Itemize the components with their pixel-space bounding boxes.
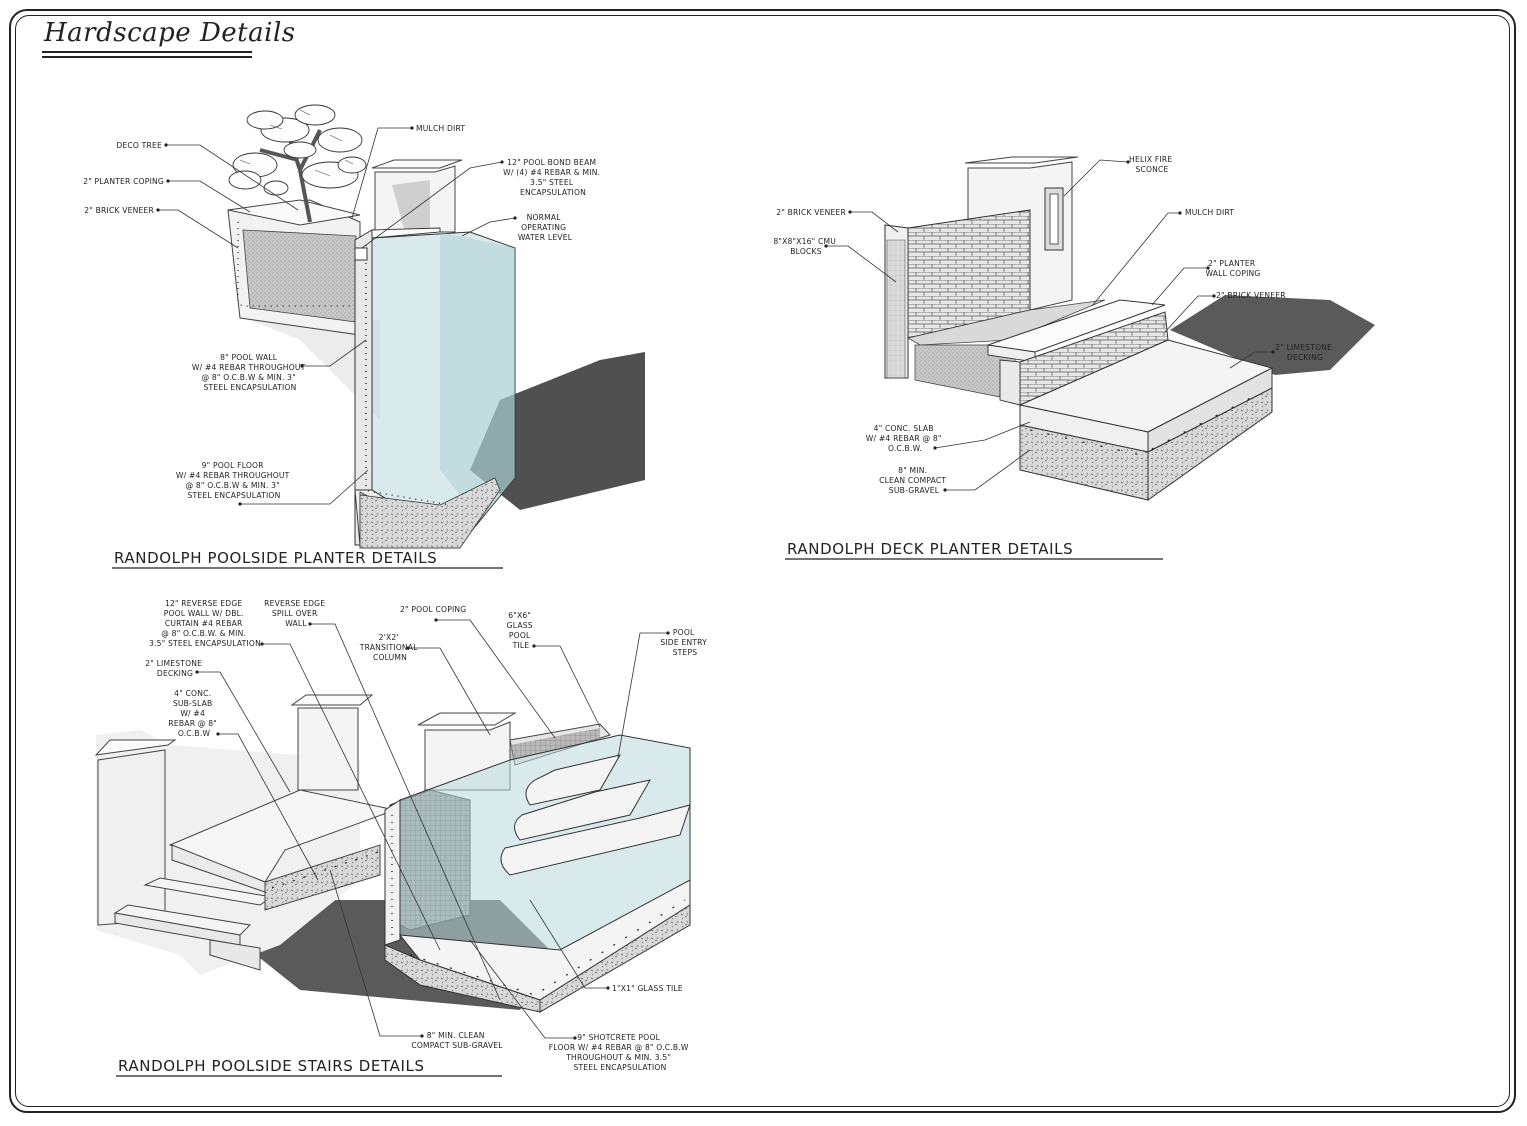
label-deco-tree: DECO TREE: [116, 141, 162, 150]
label-sub-slab: 4" CONC. SUB-SLAB W/ #4 REBAR @ 8" O.C.B…: [168, 689, 219, 738]
mulch-surface: [906, 299, 1106, 346]
bond-beam-section: [354, 247, 368, 261]
title-underline-2: [42, 56, 252, 58]
planter-coping: [227, 199, 361, 226]
label-brick-veneer: 2" BRICK VENEER: [84, 206, 154, 215]
label-glass-pool-tile: 6"X6" GLASS POOL TILE: [507, 611, 536, 650]
column-cap: [964, 156, 1079, 164]
label-conc-slab: 4" CONC. SLAB W/ #4 REBAR @ 8" O.C.B.W.: [866, 424, 944, 453]
column-cap: [371, 159, 463, 169]
label-helix-sconce: HELIX FIRE SCONCE: [1129, 155, 1175, 174]
rebar-line: [365, 245, 451, 506]
label-planter-coping: 2" PLANTER COPING: [83, 177, 164, 186]
label-wall-coping: 2" PLANTER WALL COPING: [1205, 259, 1260, 278]
label-bond-beam: 12" POOL BOND BEAM W/ (4) #4 REBAR & MIN…: [503, 158, 603, 197]
label-shotcrete-floor: 9" SHOTCRETE POOL FLOOR W/ #4 REBAR @ 8"…: [549, 1033, 692, 1072]
label-reverse-edge-wall: 12" REVERSE EDGE POOL WALL W/ DBL. CURTA…: [149, 599, 261, 648]
label-cmu-blocks: 8"X8"X16" CMU BLOCKS: [773, 237, 838, 256]
label-sub-gravel: 8" MIN. CLEAN COMPACT SUB-GRAVEL: [411, 1031, 503, 1050]
poolside-planter-detail: DECO TREE 2" PLANTER COPING 2" BRICK VEN…: [83, 104, 645, 569]
sub-gravel-block: [359, 477, 501, 549]
title-underline-1: [42, 51, 252, 53]
label-brick-veneer: 2" BRICK VENEER: [776, 208, 846, 217]
planter-soil: [242, 229, 357, 323]
floor-wash: [250, 320, 380, 420]
page-title: Hardscape Details: [44, 18, 296, 48]
detail-title-poolside-planter: RANDOLPH POOLSIDE PLANTER DETAILS: [114, 549, 437, 567]
label-pool-coping: 2" POOL COPING: [400, 605, 466, 614]
slab-rebar: [1029, 391, 1263, 456]
sub-slab-gravel: [264, 844, 381, 911]
label-pool-wall: 8" POOL WALL W/ #4 REBAR THROUGHOUT @ 8"…: [192, 353, 308, 392]
page-frame-inner: [15, 15, 1510, 1107]
label-water-level: NORMAL OPERATING WATER LEVEL: [518, 213, 573, 242]
label-mulch-dirt: MULCH DIRT: [1185, 208, 1234, 217]
label-mulch-dirt: MULCH DIRT: [416, 124, 465, 133]
bond-beam-top: [371, 227, 441, 239]
pool-entry-steps: [500, 754, 691, 876]
pool-water-side: [440, 232, 515, 520]
label-glass-tile: 1"X1" GLASS TILE: [612, 984, 683, 993]
reverse-edge-wall: [384, 799, 401, 946]
poolside-stairs-detail: 12" REVERSE EDGE POOL WALL W/ DBL. CURTA…: [94, 599, 709, 1077]
planter-rebar: [237, 222, 355, 307]
label-brick-veneer-2: 2" BRICK VENEER: [1216, 291, 1286, 300]
label-limestone-decking: 2" LIMESTONE DECKING: [145, 659, 205, 678]
deco-tree-graphic: [228, 104, 367, 223]
label-spill-over-wall: REVERSE EDGE SPILL OVER WALL: [264, 599, 328, 628]
page-frame-outer: [9, 9, 1516, 1113]
label-transitional-column: 2'X2' TRANSITIONAL COLUMN: [359, 633, 421, 662]
detail-title-poolside-stairs: RANDOLPH POOLSIDE STAIRS DETAILS: [118, 1057, 425, 1075]
glass-pool-tile-band: [510, 728, 600, 760]
left-wall: [97, 749, 166, 926]
label-limestone-decking: 2" LIMESTONE DECKING: [1275, 343, 1335, 362]
label-sub-gravel: 8" MIN. CLEAN COMPACT SUB-GRAVEL: [879, 466, 949, 495]
deck-planter-detail: HELIX FIRE SCONCE 2" BRICK VENEER 8"X8"X…: [773, 155, 1375, 560]
label-pool-entry-steps: POOL SIDE ENTRY STEPS: [660, 628, 709, 657]
detail-title-deck-planter: RANDOLPH DECK PLANTER DETAILS: [787, 540, 1073, 558]
left-column: [297, 707, 359, 791]
label-pool-floor: 9" POOL FLOOR W/ #4 REBAR THROUGHOUT @ 8…: [176, 461, 292, 500]
cast-shadow: [1170, 295, 1375, 375]
